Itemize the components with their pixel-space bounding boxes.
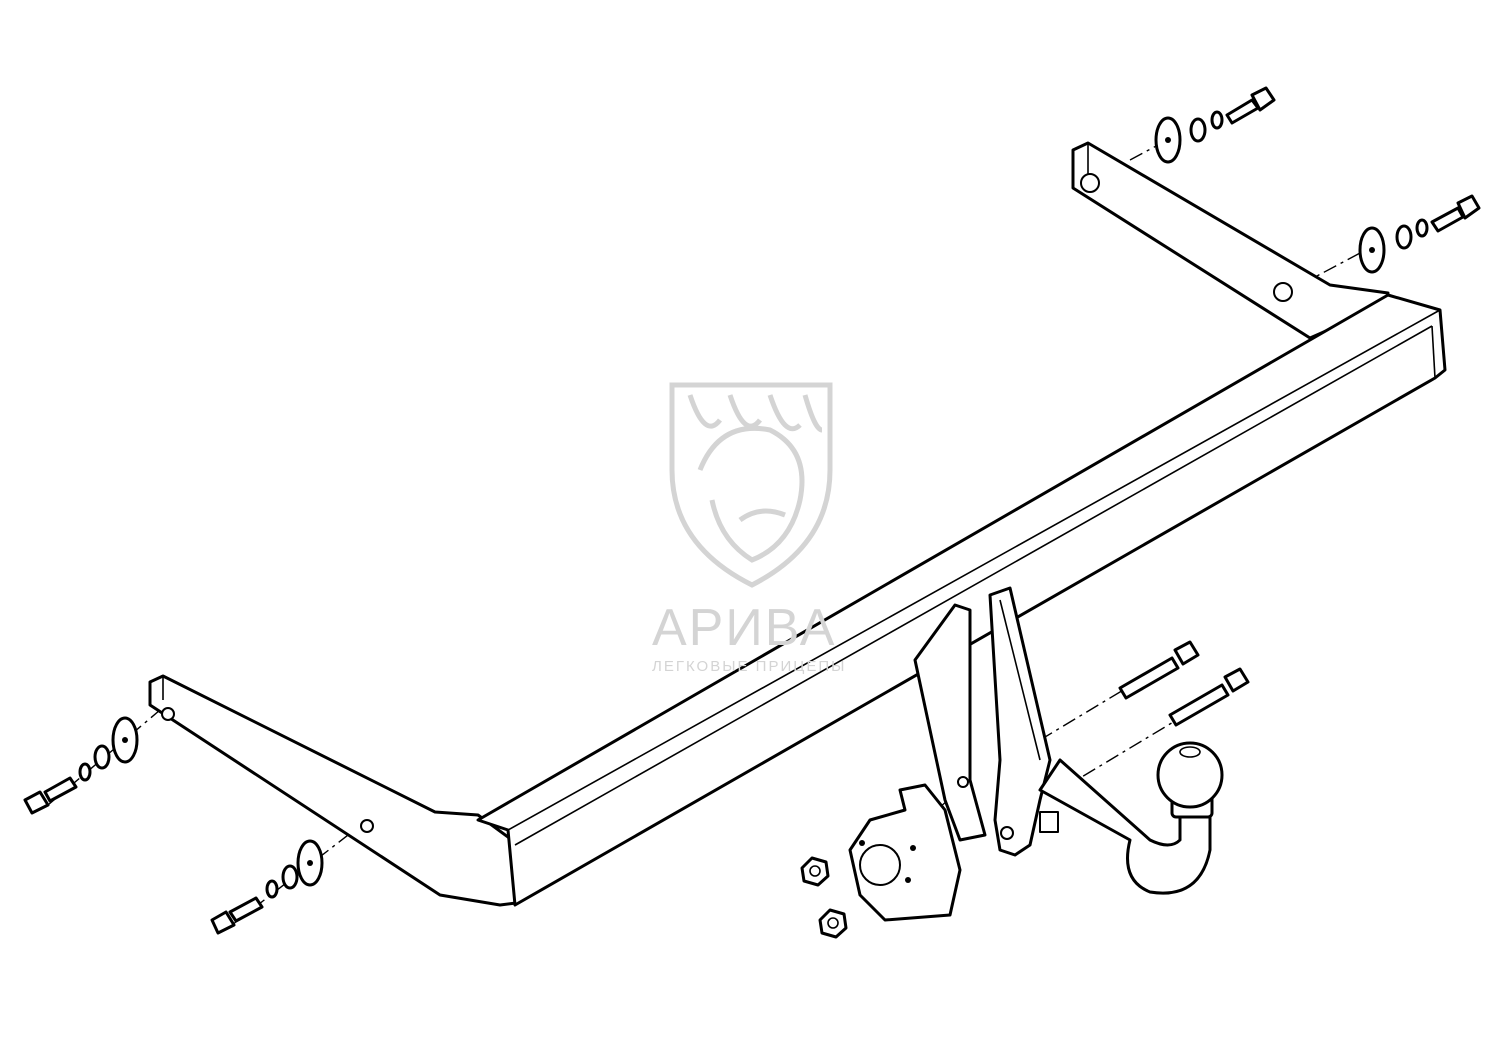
right-side-bracket xyxy=(1071,141,1390,340)
watermark-tagline: ЛЕГКОВЫЕ ПРИЦЕПЫ xyxy=(652,658,847,675)
fasteners xyxy=(23,86,1481,939)
tow-ball-neck xyxy=(1038,741,1224,895)
watermark-logo xyxy=(669,382,833,588)
left-side-bracket xyxy=(148,674,518,907)
watermark-brand: АРИВА xyxy=(652,599,837,657)
main-crossbar xyxy=(476,293,1447,907)
assembly-centerlines xyxy=(47,144,1363,926)
tow-ball xyxy=(1156,741,1224,809)
center-mount-plates xyxy=(913,586,1052,857)
socket-bracket xyxy=(848,783,962,922)
